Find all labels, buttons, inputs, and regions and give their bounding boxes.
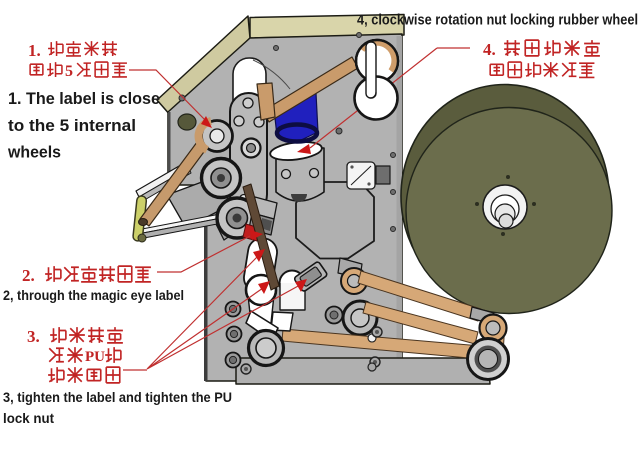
svg-text:1. The label is close: 1. The label is close — [8, 89, 160, 108]
svg-text:3.: 3. — [27, 327, 40, 346]
svg-text:5: 5 — [65, 63, 73, 80]
svg-text:3, tighten the label and tight: 3, tighten the label and tighten the PU — [3, 389, 232, 405]
svg-text:wheels: wheels — [7, 143, 61, 162]
svg-text:2.: 2. — [22, 266, 35, 285]
svg-text:to the 5 internal: to the 5 internal — [8, 116, 136, 135]
svg-text:PU: PU — [85, 349, 105, 365]
svg-text:4.: 4. — [483, 40, 496, 59]
svg-text:1.: 1. — [28, 41, 41, 60]
svg-text:lock nut: lock nut — [3, 410, 54, 426]
svg-text:4, clockwise rotation nut lock: 4, clockwise rotation nut locking rubber… — [357, 12, 638, 29]
svg-text:2, through the magic eye label: 2, through the magic eye label — [3, 287, 184, 303]
